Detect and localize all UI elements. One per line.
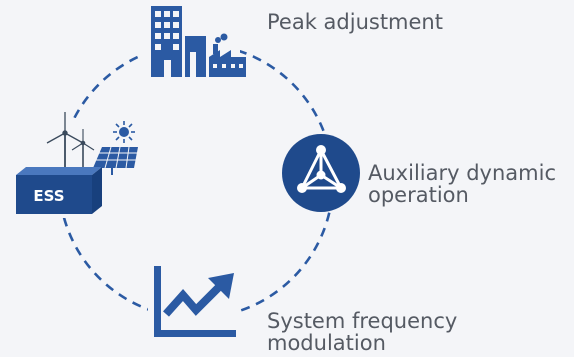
sun-icon (113, 121, 135, 143)
ess-label: ESS (33, 187, 64, 205)
auxiliary-dynamic-line1: Auxiliary dynamic (368, 161, 556, 185)
wind-turbine-icon (46, 112, 95, 170)
solar-panel-icon (93, 146, 138, 175)
building-factory-icon (140, 6, 246, 80)
auxiliary-dynamic-label: Auxiliary dynamic operation (368, 162, 556, 206)
ess-battery-icon: ESS (16, 167, 102, 214)
system-frequency-line2: modulation (267, 331, 386, 355)
system-frequency-line1: System frequency (267, 309, 458, 333)
system-frequency-label: System frequency modulation (267, 310, 457, 354)
peak-adjustment-text: Peak adjustment (267, 10, 443, 34)
rising-chart-icon (148, 262, 240, 337)
auxiliary-dynamic-line2: operation (368, 183, 469, 207)
peak-adjustment-label: Peak adjustment (267, 11, 443, 33)
ess-group: ESS (8, 112, 144, 218)
network-node-icon (282, 134, 360, 212)
